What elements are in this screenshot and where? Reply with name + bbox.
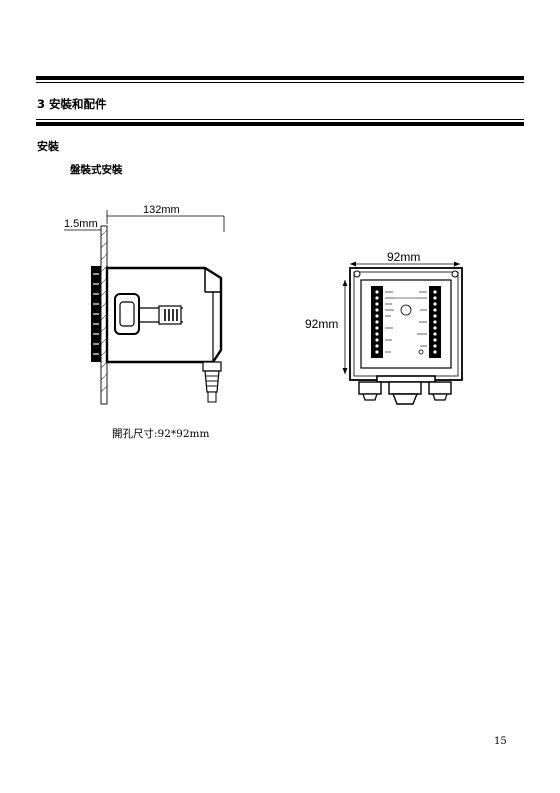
top-rule-thin	[36, 82, 524, 83]
depth-dimension-label: 132mm	[143, 204, 180, 216]
chapter-title: 3 安裝和配件	[37, 97, 107, 111]
subsection-title: 盤裝式安裝	[70, 164, 123, 176]
section-title: 安裝	[37, 140, 59, 153]
back-view-drawing: 92mm 92mm	[305, 250, 463, 405]
page-number: 15	[494, 736, 507, 747]
panel-thickness-label: 1.5mm	[64, 218, 98, 230]
height-dimension-label: 92mm	[305, 317, 338, 331]
section-rule-thin	[36, 119, 524, 120]
cutout-size-caption: 開孔尺寸:92*92mm	[112, 428, 210, 440]
width-dimension-label: 92mm	[387, 250, 420, 264]
side-view-drawing: 132mm 1.5mm	[64, 204, 225, 405]
section-rule-thick	[36, 122, 524, 126]
top-rule-thick	[36, 76, 524, 80]
